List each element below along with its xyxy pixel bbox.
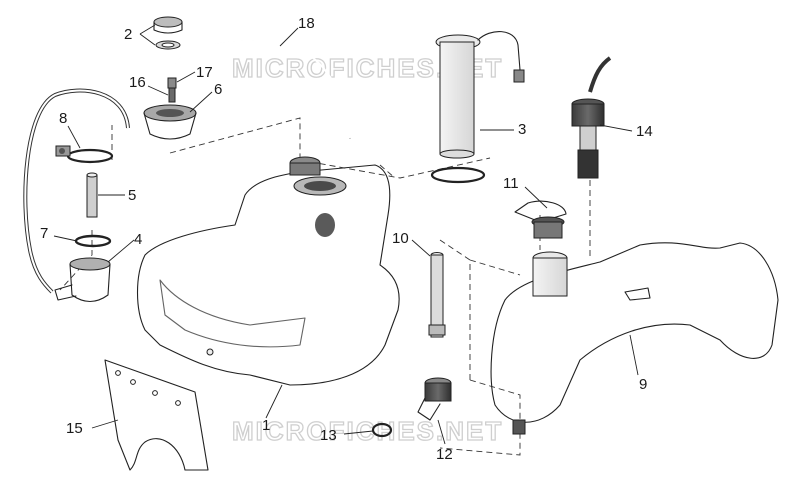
label-2: 2 bbox=[124, 26, 132, 43]
label-13: 13 bbox=[320, 427, 337, 444]
label-1: 1 bbox=[262, 417, 270, 434]
callout-labels: 2 18 17 16 6 8 3 14 11 5 7 4 10 9 1 15 1… bbox=[40, 15, 653, 463]
o-ring-part-7 bbox=[74, 234, 112, 248]
label-4: 4 bbox=[134, 231, 142, 248]
label-11: 11 bbox=[503, 175, 519, 192]
level-sender-part-3 bbox=[430, 31, 525, 184]
outlet-part-12 bbox=[417, 377, 452, 421]
label-18: 18 bbox=[298, 15, 315, 32]
reservoir-part-9 bbox=[490, 242, 779, 435]
label-9: 9 bbox=[639, 376, 647, 393]
label-7: 7 bbox=[40, 225, 48, 242]
assembly-dashed-lines bbox=[59, 117, 591, 456]
fitting-part-4 bbox=[54, 257, 111, 303]
fuel-cap-part-2 bbox=[153, 16, 183, 50]
label-12: 12 bbox=[436, 446, 453, 463]
pin-part-5 bbox=[86, 172, 98, 218]
label-15: 15 bbox=[66, 420, 83, 437]
pump-part-14 bbox=[571, 56, 612, 179]
label-14: 14 bbox=[636, 123, 653, 140]
leader-lines bbox=[53, 24, 639, 445]
hose-part-18 bbox=[171, 38, 351, 139]
fuel-tank-part-1 bbox=[137, 156, 400, 386]
filler-neck-part-6 bbox=[143, 104, 197, 140]
heat-shield-part-15 bbox=[104, 359, 209, 471]
label-17: 17 bbox=[196, 64, 213, 81]
valve-parts-16-17 bbox=[167, 77, 177, 103]
label-3: 3 bbox=[518, 121, 526, 138]
label-6: 6 bbox=[214, 81, 222, 98]
watermark-bottom: MICROFICHES.NET bbox=[232, 416, 503, 446]
pipe-part-10 bbox=[428, 252, 446, 338]
label-10: 10 bbox=[392, 230, 409, 247]
clip-part-13 bbox=[371, 422, 393, 438]
clamp-part-8 bbox=[55, 145, 114, 164]
label-5: 5 bbox=[128, 187, 136, 204]
label-8: 8 bbox=[59, 110, 67, 127]
hose-part-left-loop bbox=[23, 88, 130, 294]
cap-part-11 bbox=[514, 200, 567, 239]
label-16: 16 bbox=[129, 74, 146, 91]
